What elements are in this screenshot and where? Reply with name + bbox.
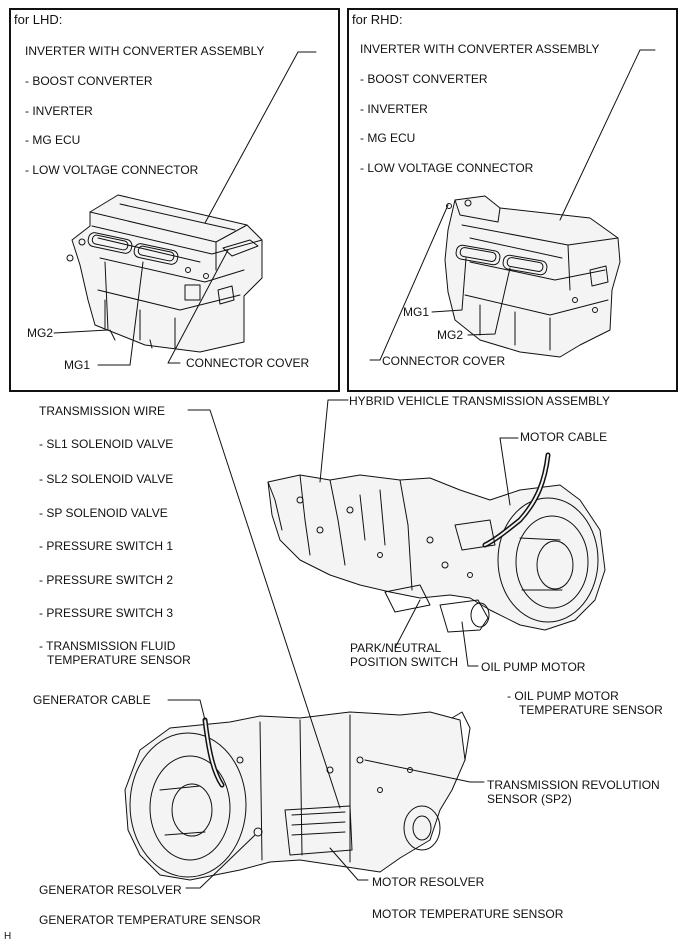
sensor-sp2-label: SENSOR (SP2)	[487, 792, 572, 806]
rhd-boost-converter-label: - BOOST CONVERTER	[360, 72, 488, 86]
transmission-fluid-label: - TRANSMISSION FLUID	[39, 639, 176, 653]
lhd-connector-cover-label: CONNECTOR COVER	[186, 356, 310, 370]
motor-resolver-label: MOTOR RESOLVER	[372, 875, 485, 889]
transmission-wire-label: TRANSMISSION WIRE	[39, 404, 166, 418]
lhd-mg2-label: MG2	[27, 326, 54, 340]
transmission-fluid-temp-sensor-label: TEMPERATURE SENSOR	[47, 653, 191, 667]
sp-solenoid-valve-label: - SP SOLENOID VALVE	[39, 506, 168, 520]
motor-temperature-sensor-label: MOTOR TEMPERATURE SENSOR	[372, 907, 564, 921]
rhd-mg1-label: MG1	[403, 305, 430, 319]
lhd-mg-ecu-label: - MG ECU	[25, 133, 81, 147]
pressure-switch-2-label: - PRESSURE SWITCH 2	[39, 573, 174, 587]
rhd-inverter-label: - INVERTER	[360, 102, 428, 116]
generator-cable-label: GENERATOR CABLE	[33, 693, 151, 707]
corner-mark: H	[4, 931, 12, 942]
oil-pump-motor-temp-label-2: TEMPERATURE SENSOR	[519, 703, 663, 717]
sl2-solenoid-valve-label: - SL2 SOLENOID VALVE	[39, 472, 174, 486]
lhd-boost-converter-label: - BOOST CONVERTER	[25, 74, 153, 88]
rhd-low-voltage-connector-label: - LOW VOLTAGE CONNECTOR	[360, 161, 534, 175]
motor-cable-label: MOTOR CABLE	[520, 430, 608, 444]
rhd-connector-cover-label: CONNECTOR COVER	[382, 354, 506, 368]
rhd-mg-ecu-label: - MG ECU	[360, 131, 416, 145]
park-neutral-label: PARK/NEUTRAL	[350, 641, 442, 655]
lhd-low-voltage-connector-label: - LOW VOLTAGE CONNECTOR	[25, 163, 199, 177]
rhd-inverter-drawing	[369, 49, 656, 361]
rhd-panel-title: for RHD:	[352, 12, 403, 27]
rhd-mg2-label: MG2	[437, 328, 464, 342]
generator-resolver-label: GENERATOR RESOLVER	[39, 883, 182, 897]
lower-transmission-drawing	[124, 409, 485, 889]
pressure-switch-3-label: - PRESSURE SWITCH 3	[39, 606, 174, 620]
oil-pump-motor-label: OIL PUMP MOTOR	[481, 660, 586, 674]
position-switch-label: POSITION SWITCH	[350, 655, 458, 669]
lhd-inverter-label: - INVERTER	[25, 104, 93, 118]
lhd-panel-title: for LHD:	[14, 12, 63, 27]
transmission-revolution-label: TRANSMISSION REVOLUTION	[487, 778, 660, 792]
rhd-inverter-assembly-label: INVERTER WITH CONVERTER ASSEMBLY	[360, 42, 600, 56]
oil-pump-motor-temp-label-1: - OIL PUMP MOTOR	[507, 689, 619, 703]
hybrid-transmission-assembly-label: HYBRID VEHICLE TRANSMISSION ASSEMBLY	[349, 394, 610, 408]
lhd-mg1-label: MG1	[64, 358, 91, 372]
sl1-solenoid-valve-label: - SL1 SOLENOID VALVE	[39, 437, 174, 451]
generator-temperature-sensor-label: GENERATOR TEMPERATURE SENSOR	[39, 913, 261, 927]
lhd-inverter-assembly-label: INVERTER WITH CONVERTER ASSEMBLY	[25, 44, 265, 58]
pressure-switch-1-label: - PRESSURE SWITCH 1	[39, 539, 174, 553]
lhd-inverter-drawing	[53, 51, 317, 366]
upper-transmission-drawing	[267, 399, 606, 667]
